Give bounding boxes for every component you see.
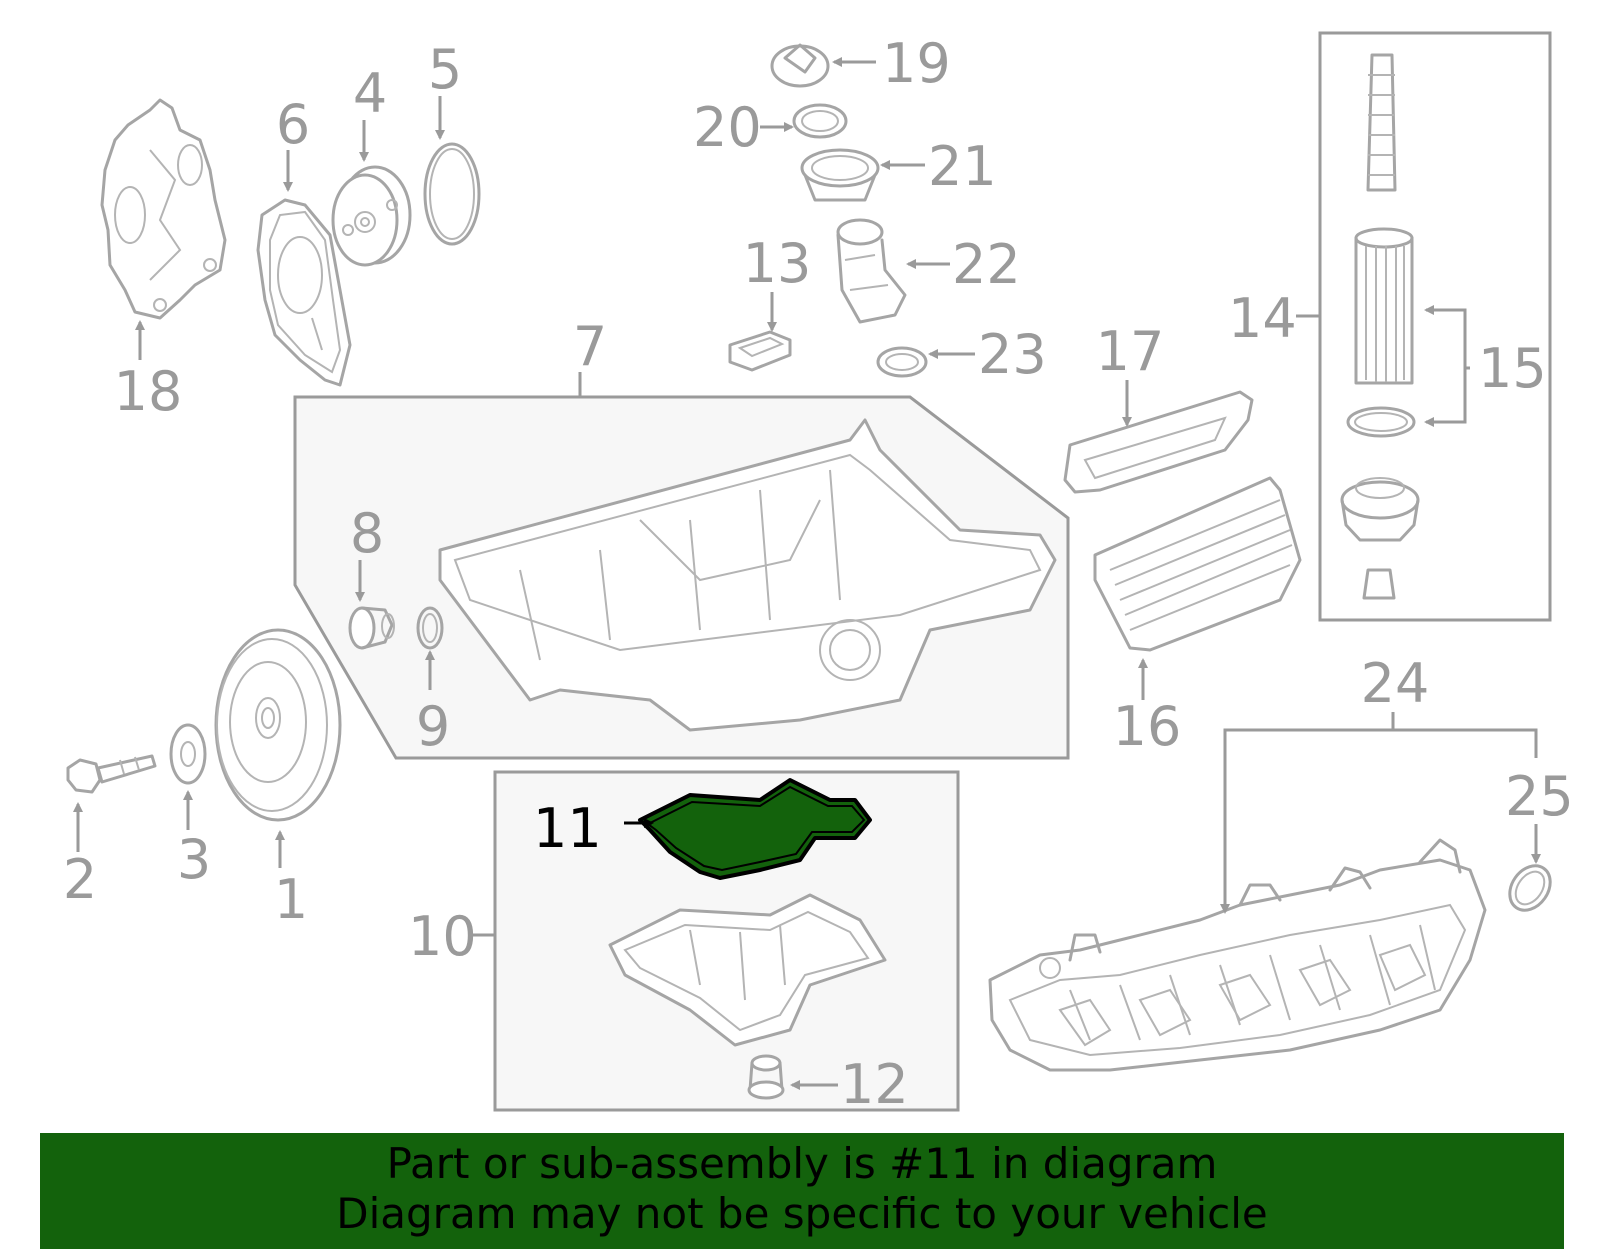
label-19: 19 (882, 32, 951, 95)
label-15: 15 (1478, 337, 1547, 400)
pad-part-13 (728, 330, 792, 372)
seal-part-25 (1508, 864, 1552, 912)
filler-neck-part-22 (836, 218, 907, 324)
upper-oil-pan-part-7 (438, 418, 1057, 732)
ring-part-23 (876, 346, 928, 378)
label-25: 25 (1505, 765, 1574, 828)
label-7: 7 (573, 315, 607, 378)
label-4: 4 (353, 62, 387, 125)
bolt-part-2 (66, 754, 157, 794)
label-23: 23 (978, 323, 1047, 386)
info-banner: Part or sub-assembly is #11 in diagram D… (40, 1133, 1564, 1249)
gasket-part-6 (256, 198, 352, 387)
label-22: 22 (952, 233, 1021, 296)
label-20: 20 (693, 96, 762, 159)
filter-element-part-15 (1346, 227, 1416, 438)
oil-pan-gasket-part-11 (638, 778, 872, 880)
drain-plug-part-8 (348, 606, 395, 650)
label-6: 6 (276, 93, 310, 156)
seal-part-4 (331, 165, 412, 267)
label-8: 8 (350, 502, 384, 565)
label-13: 13 (743, 232, 812, 295)
label-2: 2 (63, 848, 97, 911)
seal-ring-part-20 (792, 103, 848, 139)
label-17: 17 (1096, 320, 1165, 383)
label-16: 16 (1113, 695, 1182, 758)
label-1: 1 (274, 868, 308, 931)
label-5: 5 (428, 38, 462, 101)
lower-oil-pan-part-10 (608, 893, 887, 1047)
washer-part-3 (169, 723, 207, 785)
label-11: 11 (533, 797, 602, 860)
label-14: 14 (1228, 287, 1297, 350)
adapter-part-21 (800, 148, 880, 202)
label-3: 3 (177, 828, 211, 891)
pulley-part-1 (214, 628, 342, 822)
label-21: 21 (928, 135, 997, 198)
timing-cover-part-18 (100, 98, 227, 320)
oil-cooler-part-16 (1093, 476, 1302, 652)
label-18: 18 (114, 360, 183, 423)
intake-manifold-part-24 (988, 838, 1487, 1072)
banner-line-1: Part or sub-assembly is #11 in diagram (386, 1139, 1218, 1188)
label-12: 12 (840, 1053, 909, 1116)
oil-filter-group-box-14 (1318, 31, 1552, 622)
leader-lines (73, 57, 1541, 1090)
o-ring-part-5 (423, 142, 481, 246)
label-10: 10 (408, 905, 477, 968)
banner-line-2: Diagram may not be specific to your vehi… (336, 1189, 1268, 1238)
label-9: 9 (416, 695, 450, 758)
gasket-part-17 (1063, 390, 1254, 494)
drain-plug-part-12 (747, 1054, 785, 1100)
washer-part-9 (416, 606, 444, 650)
callout-labels: 1 2 3 4 5 6 7 8 9 10 11 12 13 14 15 16 1… (63, 32, 1574, 1116)
filter-housing-part-14 (1340, 53, 1420, 600)
oil-filler-cap-part-19 (770, 43, 830, 88)
label-24: 24 (1361, 652, 1430, 715)
